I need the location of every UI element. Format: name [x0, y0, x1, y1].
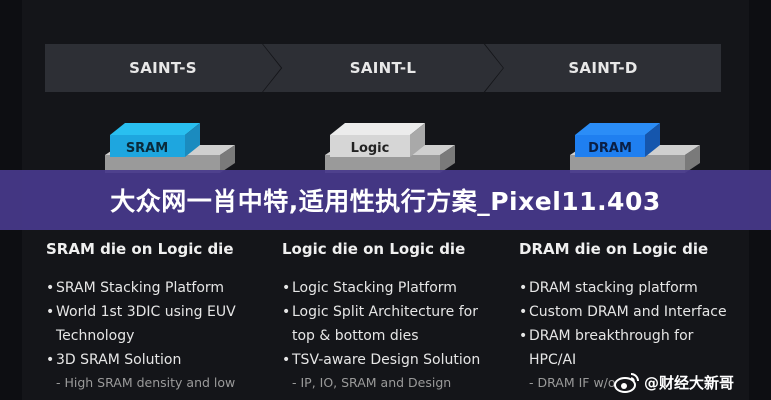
list-item: Custom DRAM and Interface [519, 300, 739, 324]
logic-stack-illustration: Logic [315, 115, 465, 175]
saint-tabs: SAINT-S SAINT-L SAINT-D [45, 44, 721, 92]
title-banner: 大众网一肖中特,适用性执行方案_Pixel11.403 [0, 170, 771, 230]
sram-label: SRAM [126, 141, 168, 156]
tab-saint-s: SAINT-S [45, 44, 281, 92]
logic-label: Logic [351, 141, 390, 156]
tab-label: SAINT-S [129, 59, 197, 77]
list-item: Technology [56, 328, 135, 344]
list-item: DRAM stacking platform [519, 276, 739, 300]
sram-die-top [110, 123, 200, 135]
feature-list: Logic Stacking Platform Logic Split Arch… [282, 276, 502, 394]
tab-saint-d: SAINT-D [485, 44, 721, 92]
list-item: DRAM breakthrough for [519, 324, 739, 348]
list-item: 3D SRAM Solution [46, 348, 266, 372]
column-title: SRAM die on Logic die [46, 240, 234, 258]
list-item: Logic Split Architecture for [282, 300, 502, 324]
column-logic: Logic die on Logic die Logic Stacking Pl… [282, 240, 502, 394]
list-item: Logic Stacking Platform [282, 276, 502, 300]
banner-title: 大众网一肖中特,适用性执行方案_Pixel11.403 [110, 187, 661, 216]
list-subitem: - IP, IO, SRAM and Design [292, 375, 452, 390]
dram-stack-graphic: DRAM [570, 123, 700, 173]
dram-stack-illustration: DRAM [560, 115, 710, 175]
list-item: World 1st 3DIC using EUV [46, 300, 266, 324]
dram-label: DRAM [588, 141, 632, 156]
list-item: TSV-aware Design Solution [282, 348, 502, 372]
column-sram: SRAM die on Logic die SRAM Stacking Plat… [46, 240, 266, 394]
watermark: @财经大新哥 [614, 371, 734, 393]
watermark-text: @财经大新哥 [644, 373, 735, 392]
column-dram: DRAM die on Logic die DRAM stacking plat… [519, 240, 739, 394]
column-title: Logic die on Logic die [282, 240, 466, 258]
column-title: DRAM die on Logic die [519, 240, 709, 258]
tab-label: SAINT-D [568, 59, 638, 77]
list-subitem: - DRAM IF w/o [529, 375, 616, 390]
list-subitem: - High SRAM density and low [56, 375, 236, 390]
dram-die-top [575, 123, 660, 135]
weibo-icon [614, 373, 639, 393]
feature-list: DRAM stacking platform Custom DRAM and I… [519, 276, 739, 394]
list-item: top & bottom dies [292, 328, 419, 344]
list-item: HPC/AI [529, 352, 577, 368]
list-item: SRAM Stacking Platform [46, 276, 266, 300]
logic-stack-graphic: Logic [325, 123, 455, 173]
feature-list: SRAM Stacking Platform World 1st 3DIC us… [46, 276, 266, 394]
sram-stack-graphic: SRAM [105, 123, 235, 173]
tab-label: SAINT-L [349, 59, 417, 77]
tab-saint-l: SAINT-L [263, 44, 503, 92]
logic-die-top [330, 123, 425, 135]
sram-stack-illustration: SRAM [95, 115, 245, 175]
